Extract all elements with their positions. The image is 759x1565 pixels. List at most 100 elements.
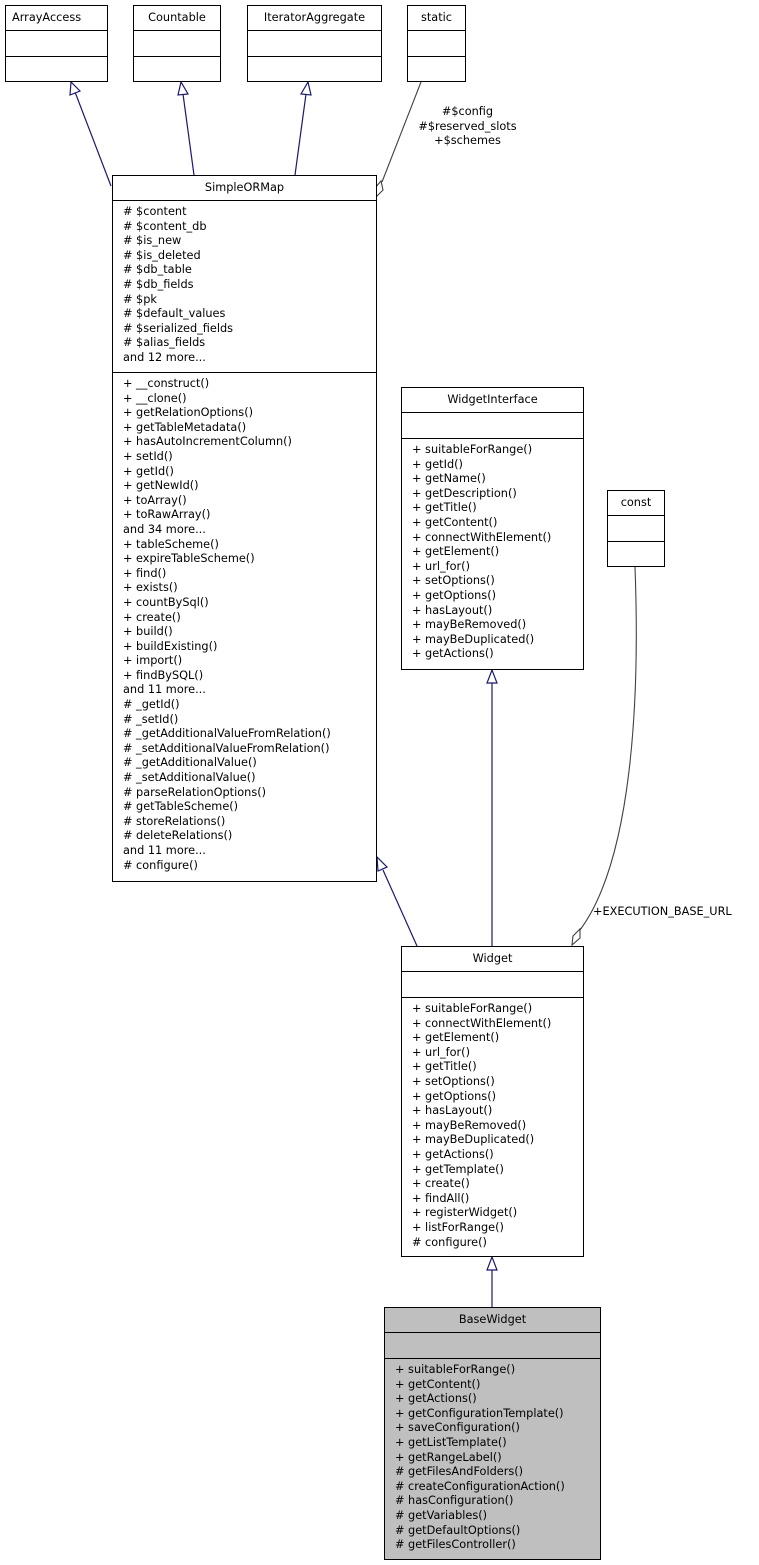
member-row: + getRelationOptions() [123,406,254,420]
methods-section: + suitableForRange()+ connectWithElement… [402,998,583,1252]
member-row: # hasConfiguration() [395,1494,514,1508]
member-row: + setOptions() [412,1074,495,1088]
member-row: + build() [123,625,173,639]
member-row: + toArray() [123,493,187,507]
methods-section: + suitableForRange()+ getContent()+ getA… [385,1359,600,1555]
class-name: Countable [134,6,220,31]
member-row: + countBySql() [123,595,209,609]
edge-label-line: +$schemes [434,134,501,148]
member-row: + getOptions() [412,1089,497,1103]
methods-section [6,57,107,63]
member-row: # $serialized_fields [123,321,234,335]
member-row: and 12 more... [123,350,206,364]
class-box-widget[interactable]: Widget + suitableForRange()+ connectWith… [401,946,584,1257]
member-row: + getElement() [412,545,500,559]
member-row: # $alias_fields [123,336,206,350]
edge-widget-simpleormap [376,855,418,947]
member-row: # _setAdditionalValueFromRelation() [123,741,330,755]
class-box-iteratoraggregate[interactable]: IteratorAggregate [247,5,382,82]
member-row: + create() [123,610,181,624]
member-row: # parseRelationOptions() [123,785,267,799]
member-row: + mayBeDuplicated() [412,1133,535,1147]
member-row: # $pk [123,292,157,306]
methods-section [134,57,220,63]
edge-label-line: #$reserved_slots [418,119,517,133]
member-row: # _setAdditionalValue() [123,771,256,785]
methods-section: + suitableForRange()+ getId()+ getName()… [402,439,583,664]
member-row: # $is_deleted [123,248,201,262]
member-row: + suitableForRange() [412,1002,533,1015]
member-row: # deleteRelations() [123,829,233,843]
member-row: + findBySQL() [123,668,204,682]
edge-label-execution-base-url: +EXECUTION_BASE_URL [593,905,732,920]
member-row: # _setId() [123,712,179,726]
member-row: + findAll() [412,1191,470,1205]
member-row: + getContent() [412,515,498,529]
class-name: IteratorAggregate [248,6,381,31]
class-name: WidgetInterface [402,388,583,413]
edge-label-static-members: #$config #$reserved_slots +$schemes [405,105,530,149]
member-row: + url_for() [412,1045,470,1059]
member-row: # $db_fields [123,277,194,291]
member-row: + getListTemplate() [395,1435,507,1449]
member-row: + getName() [412,472,486,486]
edge-simpleormap-iteratoraggregate [294,80,312,176]
member-row: # $is_new [123,234,182,248]
member-row: + mayBeRemoved() [412,1118,527,1132]
attributes-section [385,1333,600,1359]
member-row: + getTemplate() [412,1162,504,1176]
methods-section [608,542,664,548]
member-row: + tableScheme() [123,537,219,551]
attributes-section [608,516,664,542]
member-row: + expireTableScheme() [123,552,255,566]
member-row: + connectWithElement() [412,1016,552,1030]
class-box-countable[interactable]: Countable [133,5,221,82]
member-row: # $db_table [123,263,192,277]
class-name: BaseWidget [385,1308,600,1333]
member-row: + hasLayout() [412,1104,493,1118]
member-row: + hasAutoIncrementColumn() [123,435,292,449]
methods-section: + __construct()+ __clone()+ getRelationO… [113,373,376,875]
member-row: # $default_values [123,307,226,321]
member-row: + connectWithElement() [412,530,552,544]
member-row: + getId() [412,457,463,471]
edge-const-widget [571,566,637,947]
member-row: + setId() [123,449,173,463]
member-row: + mayBeRemoved() [412,618,527,632]
attributes-section [6,31,107,57]
member-row: + registerWidget() [412,1206,518,1220]
member-row: + getId() [123,464,174,478]
member-row: # _getAdditionalValue() [123,756,257,770]
member-row: + create() [412,1177,470,1191]
member-row: + exists() [123,581,178,595]
class-box-const[interactable]: const [607,490,665,567]
class-box-arrayaccess[interactable]: ArrayAccess [5,5,108,82]
member-row: # _getId() [123,698,180,712]
member-row: + getDescription() [412,486,517,500]
attributes-section [402,413,583,439]
attributes-section: # $content# $content_db# $is_new# $is_de… [113,201,376,373]
attributes-section [402,972,583,998]
member-row: + saveConfiguration() [395,1421,520,1435]
member-row: # $content [123,205,187,218]
member-row: # createConfigurationAction() [395,1479,565,1493]
class-box-basewidget[interactable]: BaseWidget + suitableForRange()+ getCont… [384,1307,601,1560]
member-row: # configure() [123,858,198,872]
class-box-widgetinterface[interactable]: WidgetInterface + suitableForRange()+ ge… [401,387,584,670]
member-row: + getTableMetadata() [123,420,247,434]
class-name: const [608,491,664,516]
member-row: and 11 more... [123,844,206,857]
member-row: + getTitle() [412,1060,477,1074]
member-row: # _getAdditionalValueFromRelation() [123,727,331,741]
member-row: + getContent() [395,1377,481,1391]
member-row: + mayBeDuplicated() [412,632,535,646]
member-row: + getTitle() [412,501,477,515]
edge-label-line: +EXECUTION_BASE_URL [593,905,732,918]
member-row: + suitableForRange() [412,443,533,456]
member-row: + getNewId() [123,479,199,493]
member-row: + setOptions() [412,574,495,588]
class-box-simpleormap[interactable]: SimpleORMap # $content# $content_db# $is… [112,175,377,882]
member-row: + toRawArray() [123,508,211,522]
class-box-static[interactable]: static [407,5,466,82]
member-row: # getVariables() [395,1508,488,1522]
